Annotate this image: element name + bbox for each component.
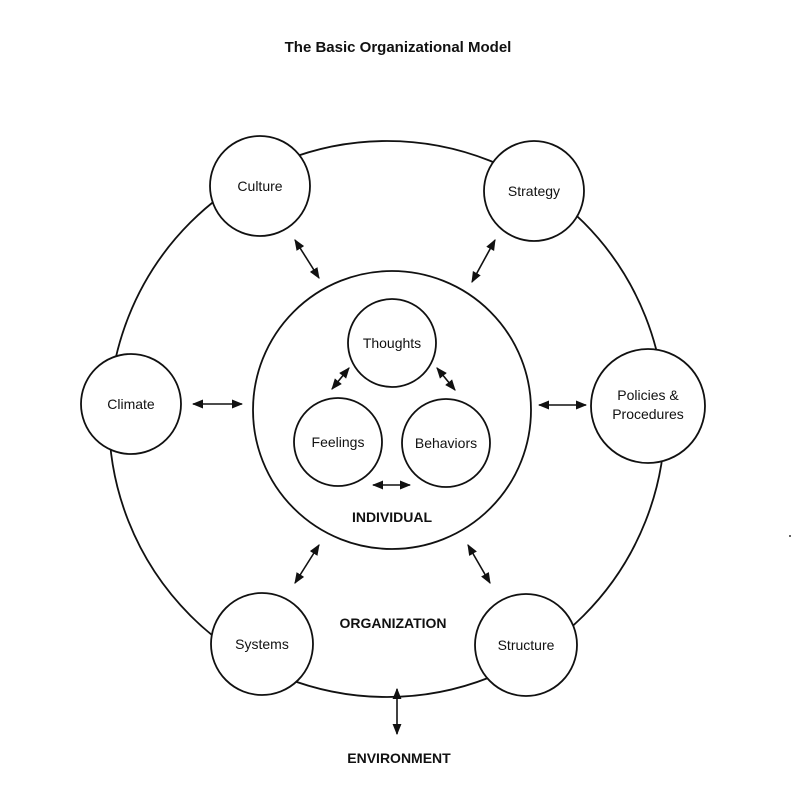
individual-systems-arrow [294, 544, 320, 584]
policies-procedures-node: Policies & Procedures [590, 348, 706, 464]
thoughts-node: Thoughts [347, 298, 437, 388]
strategy-node: Strategy [483, 140, 585, 242]
systems-node: Systems [210, 592, 314, 696]
stray-dot [789, 535, 791, 537]
structure-node: Structure [474, 593, 578, 697]
feelings-label: Feelings [312, 434, 365, 450]
organization-label: ORGANIZATION [339, 615, 446, 631]
diagram-title: The Basic Organizational Model [285, 39, 512, 56]
systems-label: Systems [235, 636, 289, 652]
policies-label-line1: Policies & [617, 387, 679, 403]
individual-structure-arrow [467, 544, 491, 584]
strategy-label: Strategy [508, 183, 560, 199]
culture-label: Culture [237, 178, 282, 194]
climate-label: Climate [107, 396, 155, 412]
behaviors-label: Behaviors [415, 435, 477, 451]
thoughts-label: Thoughts [363, 335, 421, 351]
feelings-node: Feelings [293, 397, 383, 487]
policies-label-line2: Procedures [612, 406, 684, 422]
culture-individual-arrow [294, 239, 320, 279]
thoughts-behaviors-arrow [436, 367, 456, 391]
structure-label: Structure [498, 637, 555, 653]
strategy-individual-arrow [471, 239, 496, 283]
individual-label: INDIVIDUAL [352, 509, 433, 525]
culture-node: Culture [209, 135, 311, 237]
environment-label: ENVIRONMENT [347, 750, 451, 766]
thoughts-feelings-arrow [331, 367, 350, 390]
climate-node: Climate [80, 353, 182, 455]
behaviors-node: Behaviors [401, 398, 491, 488]
